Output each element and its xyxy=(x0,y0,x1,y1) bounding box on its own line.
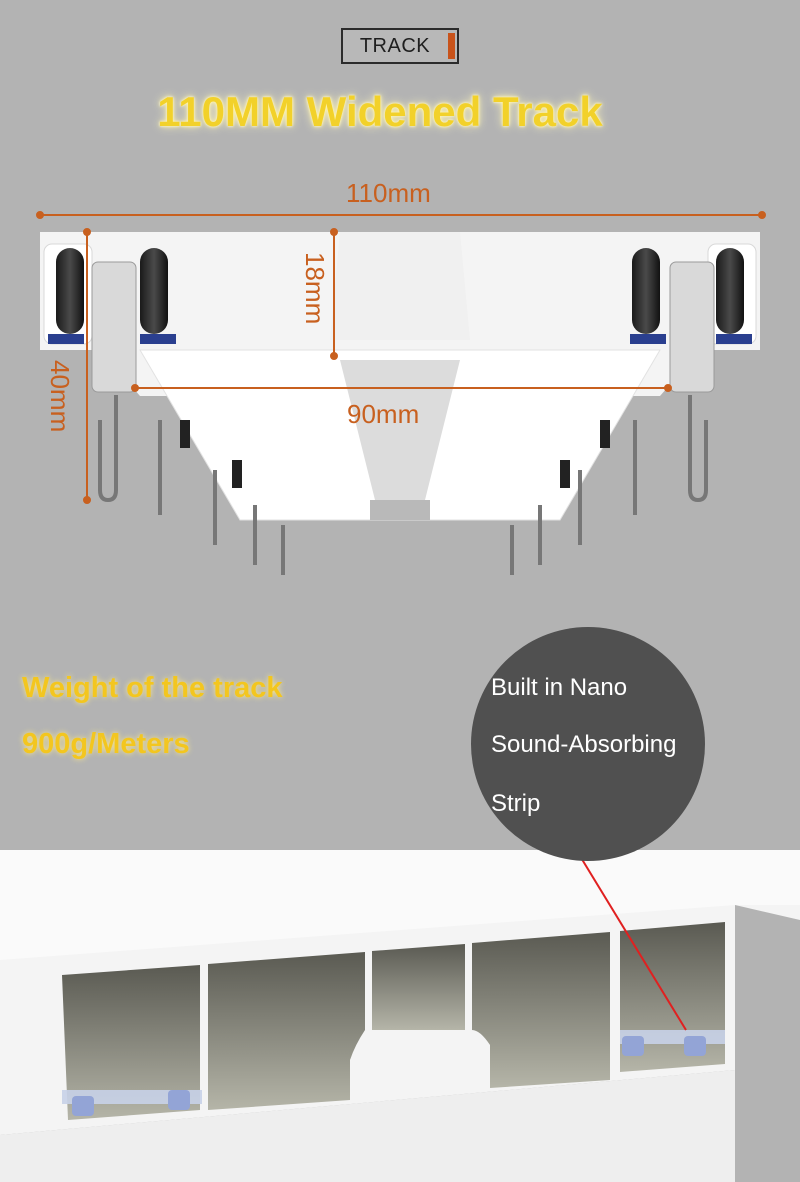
feature-line-1: Built in Nano xyxy=(491,674,628,701)
feature-line-3: Strip xyxy=(491,790,541,817)
dimension-width-inner: 90mm xyxy=(347,399,420,429)
section-tag-label: TRACK xyxy=(359,34,431,57)
track-profile-illustration xyxy=(0,814,800,1182)
dimension-height-total: 40mm xyxy=(45,360,75,433)
dimension-width-total: 110mm xyxy=(346,178,431,208)
feature-line-2: Sound-Absorbing xyxy=(491,731,677,758)
dimension-height-top: 18mm xyxy=(300,252,330,325)
feature-callout-circle xyxy=(471,627,705,861)
section-tag-accent-bar xyxy=(448,33,455,59)
headline: 110MM Widened Track xyxy=(157,88,603,135)
weight-label: Weight of the track xyxy=(22,672,283,704)
weight-value: 900g/Meters xyxy=(22,728,190,760)
track-cross-section-illustration xyxy=(36,211,766,575)
section-tag: TRACK xyxy=(341,28,459,64)
